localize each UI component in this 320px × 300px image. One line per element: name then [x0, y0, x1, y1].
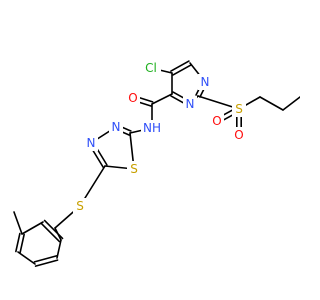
atom-s-sulfonyl: S: [232, 101, 246, 117]
bond-c5-c6-line2: [172, 64, 192, 76]
bond-r6-r1-line1: [40, 222, 61, 243]
bond-c5-c6-line1: [170, 60, 190, 72]
atom-label-s-thiadiazole: S: [130, 162, 138, 176]
atom-label-n-pyrimidine-top: N: [201, 75, 210, 89]
bond-r4-r5-line2: [34, 259, 59, 267]
atom-label-n-pyrimidine-bottom: N: [186, 97, 195, 111]
atom-label-nh: NH: [143, 121, 161, 135]
molecule-structure: Cl N N S O O O NH: [13, 60, 300, 267]
bond-pr1-pr2: [259, 96, 284, 111]
atom-nh-amide: NH: [141, 120, 163, 136]
atom-label-o-sulfonyl-left: O: [212, 114, 221, 128]
bond-r1-r2: [21, 221, 44, 235]
bond-r6-r1-line2: [43, 219, 64, 240]
bond-r2-me: [13, 211, 23, 235]
atom-label-layer: Cl N N S O O O NH: [73, 60, 246, 214]
bond-r2-r3-line2: [15, 232, 21, 253]
bond-r5-r6: [56, 239, 62, 259]
atom-s-thioether: S: [73, 198, 87, 214]
atom-label-o-carbonyl: O: [128, 91, 137, 105]
atom-label-o-sulfonyl-bottom: O: [234, 128, 243, 142]
atom-n-thiadiazole-left: N: [84, 135, 98, 151]
atom-cl: Cl: [141, 60, 161, 76]
atom-o-sulfonyl-left: O: [210, 113, 224, 129]
atom-label-s-sulfonyl: S: [235, 102, 243, 116]
bond-layer: [13, 60, 300, 267]
atom-o-sulfonyl-bottom: O: [232, 127, 246, 143]
atom-o-carbonyl: O: [126, 90, 140, 106]
atom-label-n-thiadiazole-right: N: [112, 120, 121, 134]
bond-c4-ccarb: [151, 93, 173, 105]
atom-n-pyrimidine-bottom: N: [183, 96, 197, 112]
bond-r3-r4: [17, 251, 36, 265]
atom-n-pyrimidine-top: N: [198, 74, 212, 90]
bond-r2-r3-line1: [19, 233, 25, 254]
bond-r4-r5-line1: [33, 255, 58, 263]
atom-n-thiadiazole-right: N: [109, 119, 123, 135]
atom-label-s-thioether: S: [76, 199, 84, 213]
atom-label-cl: Cl: [145, 61, 157, 75]
bond-pr2-pr3: [282, 96, 300, 111]
atom-s-thiadiazole: S: [127, 161, 141, 177]
atom-label-n-thiadiazole-left: N: [87, 136, 96, 150]
